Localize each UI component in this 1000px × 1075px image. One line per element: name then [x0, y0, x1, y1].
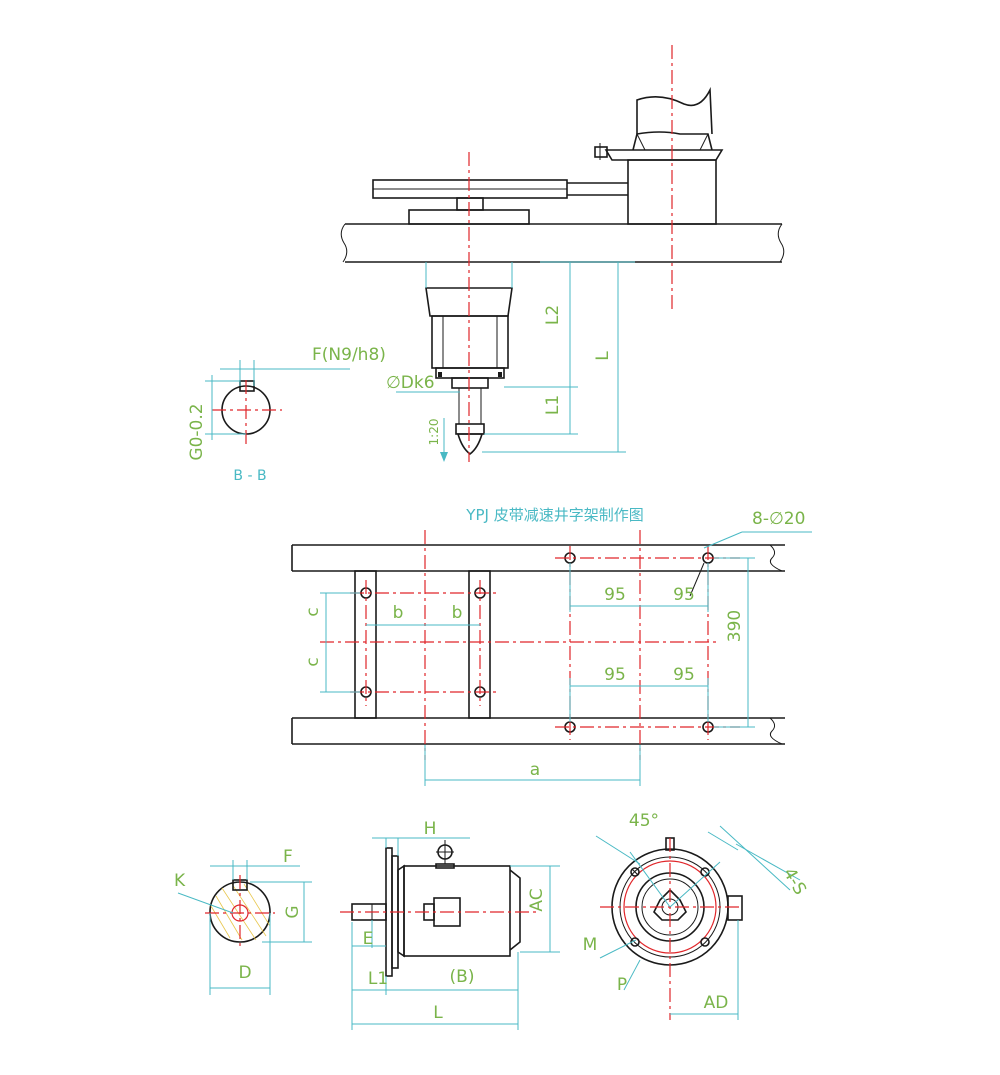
top-pulley [372, 179, 628, 225]
label-D: D [238, 963, 251, 983]
motor-flange-view [595, 825, 801, 1020]
label-B: (B) [450, 967, 475, 987]
label-AD: AD [704, 993, 729, 1013]
label-K: K [174, 871, 186, 891]
label-L2: L2 [543, 305, 563, 325]
label-AC: AC [527, 888, 547, 911]
label-F-motor: F [283, 847, 293, 867]
elevation-dimensions [396, 261, 635, 462]
label-f-n9h8: F(N9/h8) [312, 345, 386, 365]
label-c-upper: c [303, 607, 323, 616]
label-H: H [424, 819, 437, 839]
label-a: a [530, 760, 540, 780]
label-45deg: 45° [629, 811, 659, 831]
label-390: 390 [725, 610, 745, 642]
main-beam [340, 223, 785, 263]
label-M: M [583, 935, 598, 955]
label-95-lower-right: 95 [673, 665, 695, 685]
label-L1-motor: L1 [368, 969, 388, 989]
label-bb: B - B [233, 468, 266, 484]
label-holes: 8-∅20 [752, 509, 805, 529]
reducer-column [594, 86, 724, 225]
label-dk6: ∅Dk6 [386, 373, 435, 393]
section-bb: F(N9/h8) G0-0.2 B - B [187, 345, 386, 484]
motor-shaft-section [177, 860, 312, 995]
label-95-upper-left: 95 [604, 585, 626, 605]
frame-plan [291, 530, 812, 786]
label-95-upper-right: 95 [673, 585, 695, 605]
label-c-lower: c [303, 657, 323, 666]
label-E: E [363, 929, 374, 949]
drawing-title: YPJ 皮带减速井字架制作图 [465, 506, 643, 524]
label-L: L [593, 351, 613, 361]
gearbox [425, 287, 513, 456]
label-4S: 4-S [779, 864, 810, 898]
label-G-motor: G [283, 905, 303, 918]
label-95-lower-left: 95 [604, 665, 626, 685]
label-taper: 1:20 [427, 419, 441, 446]
label-b-right: b [452, 603, 463, 623]
label-P: P [617, 975, 627, 995]
label-L1: L1 [543, 395, 563, 415]
motor-side-view [340, 837, 560, 1030]
label-L-motor: L [433, 1003, 443, 1023]
label-g-tolerance: G0-0.2 [187, 403, 207, 460]
label-b-left: b [393, 603, 404, 623]
elevation-view: L2 L L1 ∅Dk6 1:20 [340, 45, 785, 462]
